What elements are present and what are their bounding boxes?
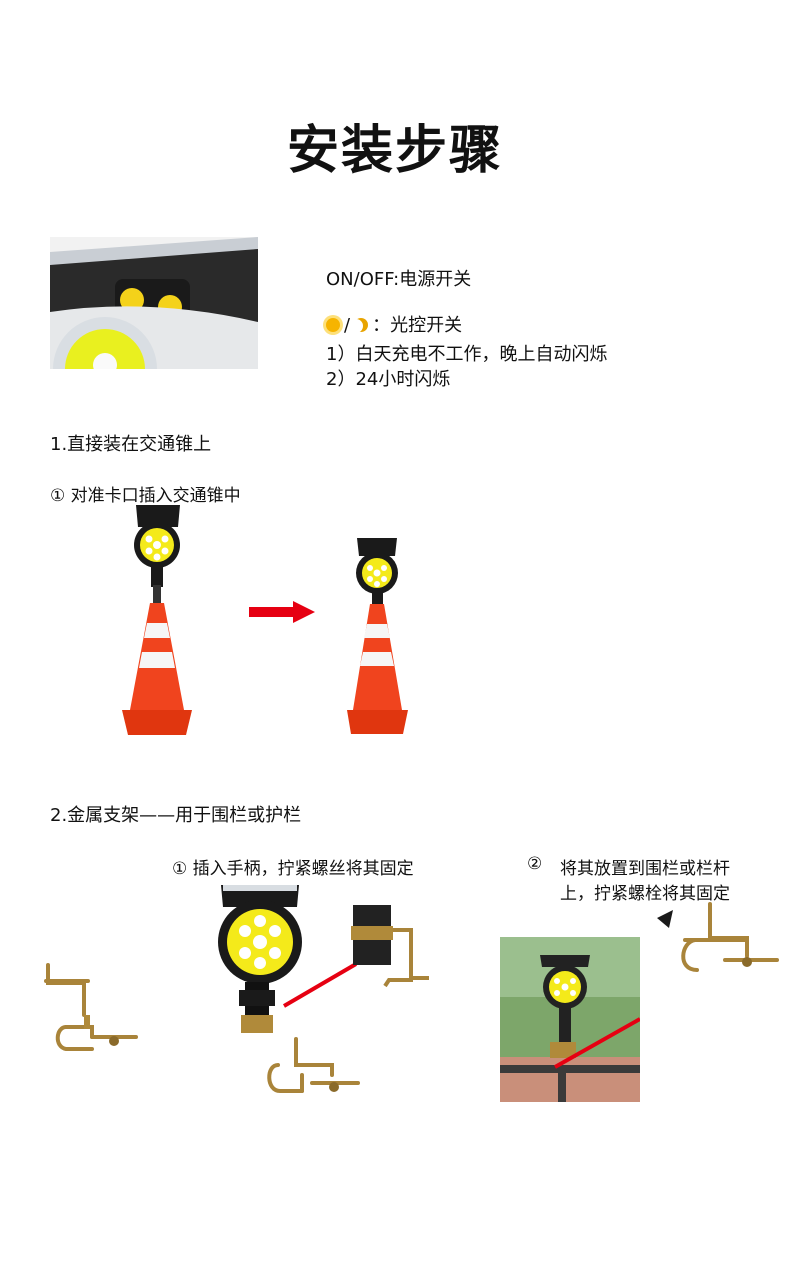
lamp-with-handle — [218, 885, 302, 1033]
sun-icon — [326, 318, 340, 332]
mode-description-1: 1）白天充电不工作，晚上自动闪烁 — [326, 344, 608, 365]
power-button — [120, 288, 144, 312]
arrow-icon — [249, 601, 315, 623]
mode-description-2: 2）24小时闪烁 — [326, 369, 451, 390]
page-title: 安装步骤 — [286, 121, 503, 181]
bottom-clamp — [267, 1037, 360, 1093]
handle-bracket — [351, 905, 429, 988]
section2-step2-line1: 将其放置到围栏或栏杆 — [560, 859, 730, 879]
pointer-line — [282, 962, 358, 1008]
cone-with-lamp-after — [347, 538, 408, 734]
metal-bracket — [44, 963, 138, 1051]
fence-installation-photo — [500, 937, 640, 1102]
switch-photo — [50, 237, 258, 369]
section1-step1: ① 对准卡口插入交通锥中 — [50, 486, 241, 506]
power-switch-label: ON/OFF:电源开关 — [326, 269, 472, 290]
cone-with-lamp-before — [122, 505, 192, 735]
section2-step2-line2: 上，拧紧螺栓将其固定 — [560, 884, 730, 904]
light-switch-label: /：光控开关 — [326, 311, 462, 337]
fence-bracket — [657, 902, 779, 972]
section2-step2-number: ② — [527, 854, 543, 874]
section2-heading: 2.金属支架——用于围栏或护栏 — [50, 805, 302, 826]
moon-icon — [354, 318, 368, 332]
section2-step1: ① 插入手柄，拧紧螺丝将其固定 — [172, 859, 414, 879]
section1-heading: 1.直接装在交通锥上 — [50, 434, 212, 455]
